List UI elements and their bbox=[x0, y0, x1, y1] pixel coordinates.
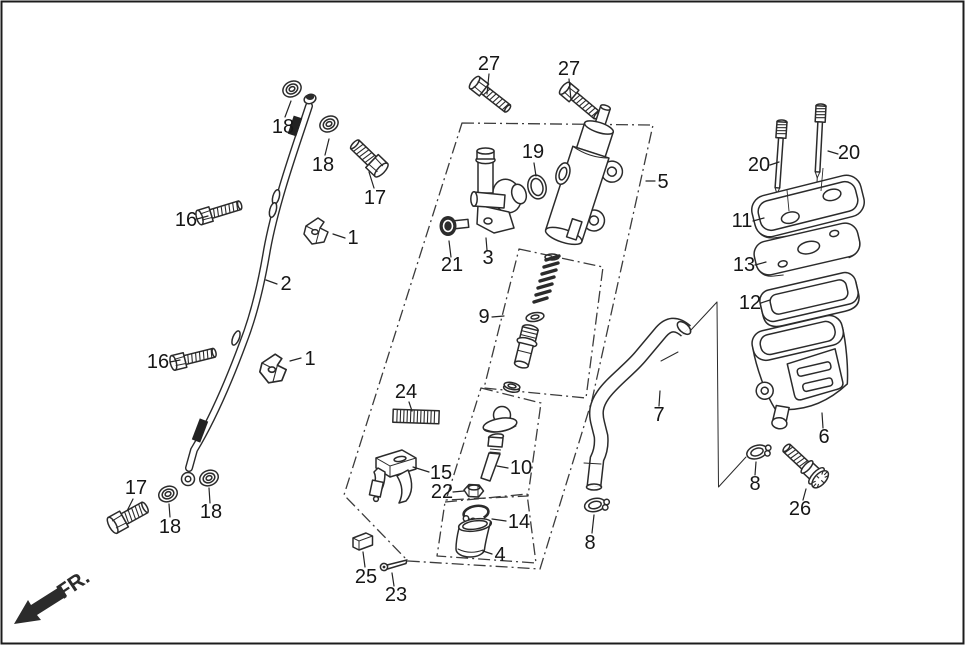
piston-kit-9 bbox=[502, 253, 561, 394]
part-label-5: 5 bbox=[657, 171, 668, 193]
part-label-24: 24 bbox=[395, 381, 417, 403]
part-label-14: 14 bbox=[508, 511, 530, 533]
part-label-11: 11 bbox=[732, 210, 753, 232]
part-label-20a: 20 bbox=[748, 154, 770, 176]
seal-washer bbox=[525, 311, 545, 323]
hose-banjo-bottom bbox=[180, 471, 196, 487]
assembly-box-10 bbox=[445, 387, 542, 501]
piston bbox=[513, 324, 539, 369]
part-label-18b: 18 bbox=[312, 154, 334, 176]
flange-bolt-26 bbox=[782, 443, 830, 489]
part-label-19: 19 bbox=[522, 141, 544, 163]
part-label-21: 21 bbox=[441, 254, 463, 276]
assembly-box-9 bbox=[483, 248, 604, 399]
part-label-9: 9 bbox=[478, 306, 489, 328]
part-label-13: 13 bbox=[733, 254, 755, 276]
part-label-25: 25 bbox=[355, 566, 377, 588]
spring bbox=[532, 253, 561, 304]
part-label-17b: 17 bbox=[125, 477, 147, 499]
hose-sleeve-top bbox=[287, 115, 303, 137]
reservoir-hose-7 bbox=[583, 317, 692, 491]
part-label-27a: 27 bbox=[478, 53, 500, 75]
hose-banjo-top bbox=[303, 93, 317, 105]
part-label-16b: 16 bbox=[147, 351, 169, 373]
part-labels: 27 27 18 18 17 16 1 2 19 5 21 3 9 24 15 … bbox=[125, 53, 860, 606]
part-label-1a: 1 bbox=[347, 227, 358, 249]
part-label-3: 3 bbox=[482, 247, 493, 269]
part-label-12: 12 bbox=[739, 292, 761, 314]
part-label-18a: 18 bbox=[272, 116, 294, 138]
part-label-10: 10 bbox=[510, 457, 532, 479]
part-label-18c: 18 bbox=[159, 516, 181, 538]
part-label-23: 23 bbox=[385, 584, 407, 606]
cover-plate-13 bbox=[753, 222, 861, 277]
part-label-4: 4 bbox=[494, 544, 505, 566]
assembly-box-4-14 bbox=[436, 493, 537, 564]
leader-lines bbox=[126, 73, 839, 587]
reservoir-cover-11 bbox=[751, 174, 865, 239]
part-label-8b: 8 bbox=[584, 532, 595, 554]
reservoir-tank-6 bbox=[751, 314, 849, 430]
assembly-box-5 bbox=[343, 122, 654, 570]
stud-guide-lines bbox=[786, 167, 824, 212]
master-cylinder-5 bbox=[544, 104, 624, 246]
part-label-17a: 17 bbox=[364, 187, 386, 209]
part-label-1b: 1 bbox=[304, 348, 315, 370]
part-label-6: 6 bbox=[818, 426, 829, 448]
flange-bolt-21 bbox=[439, 216, 470, 236]
part-label-18d: 18 bbox=[200, 501, 222, 523]
part-label-16a: 16 bbox=[175, 209, 197, 231]
oil-joint-3 bbox=[470, 147, 528, 234]
part-label-15: 15 bbox=[430, 462, 452, 484]
cotter-pin-23 bbox=[379, 559, 408, 572]
part-label-8a: 8 bbox=[749, 473, 760, 495]
o-ring-19 bbox=[527, 174, 547, 200]
reflective-strip-24 bbox=[392, 408, 440, 425]
stopper-25 bbox=[352, 532, 374, 551]
push-rod-10 bbox=[480, 405, 518, 482]
clevis-joint-15 bbox=[368, 449, 417, 504]
part-label-22: 22 bbox=[431, 481, 453, 503]
brake-hose-2 bbox=[180, 93, 317, 487]
part-label-26: 26 bbox=[789, 498, 811, 520]
part-label-27b: 27 bbox=[558, 58, 580, 80]
hose-sleeve-bottom bbox=[191, 418, 209, 443]
part-label-7: 7 bbox=[653, 404, 664, 426]
adjuster-nut-22 bbox=[463, 483, 485, 498]
part-label-2: 2 bbox=[280, 273, 291, 295]
part-label-20b: 20 bbox=[838, 142, 860, 164]
cup-seal bbox=[502, 381, 521, 394]
hose-routing-pointer bbox=[689, 301, 747, 488]
front-arrow-icon bbox=[14, 586, 67, 624]
rubber-boot-4 bbox=[455, 517, 493, 558]
